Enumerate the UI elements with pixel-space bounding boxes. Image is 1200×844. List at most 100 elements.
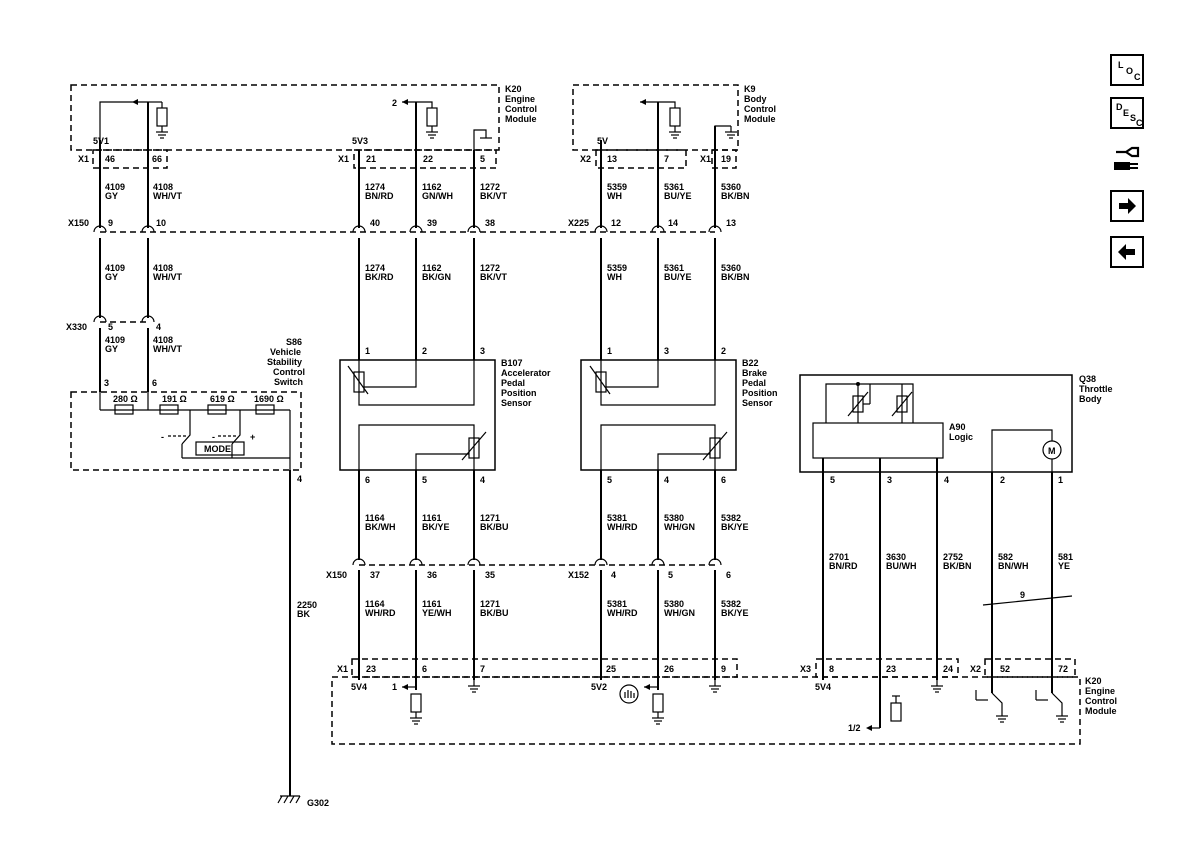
svg-text:5V4: 5V4 (351, 682, 367, 692)
svg-text:X225: X225 (568, 218, 589, 228)
svg-text:5381: 5381 (607, 599, 627, 609)
svg-text:5361: 5361 (664, 263, 684, 273)
svg-text:5360: 5360 (721, 263, 741, 273)
svg-text:1164: 1164 (365, 513, 385, 523)
svg-text:582: 582 (998, 552, 1013, 562)
svg-text:26: 26 (664, 664, 674, 674)
svg-text:YE: YE (1058, 561, 1070, 571)
previous-page-button[interactable] (1110, 236, 1144, 268)
svg-text:Module: Module (744, 114, 776, 124)
svg-text:Q38: Q38 (1079, 374, 1096, 384)
svg-text:5V1: 5V1 (93, 136, 109, 146)
svg-text:6: 6 (365, 475, 370, 485)
svg-text:6: 6 (726, 570, 731, 580)
svg-text:+: + (250, 432, 255, 442)
svg-text:Module: Module (1085, 706, 1117, 716)
svg-text:BK/VT: BK/VT (480, 272, 508, 282)
s86-label: S86 Vehicle Stability Control Switch (267, 337, 305, 387)
svg-text:Control: Control (744, 104, 776, 114)
svg-text:40: 40 (370, 218, 380, 228)
svg-text:Body: Body (744, 94, 767, 104)
svg-text:MODE: MODE (204, 444, 231, 454)
svg-text:2: 2 (721, 346, 726, 356)
svg-text:3630: 3630 (886, 552, 906, 562)
svg-text:1274: 1274 (365, 182, 385, 192)
svg-text:1: 1 (392, 682, 397, 692)
b107-label: B107 Accelerator Pedal Position Sensor (501, 358, 551, 408)
svg-text:BK/BU: BK/BU (480, 522, 509, 532)
svg-text:1162: 1162 (422, 263, 442, 273)
svg-text:5: 5 (480, 154, 485, 164)
svg-text:6: 6 (422, 664, 427, 674)
svg-text:22: 22 (423, 154, 433, 164)
svg-text:-: - (161, 432, 164, 442)
svg-text:Control: Control (273, 367, 305, 377)
svg-text:37: 37 (370, 570, 380, 580)
svg-text:1: 1 (1058, 475, 1063, 485)
location-view-button[interactable]: L O C (1110, 54, 1144, 86)
svg-text:191 Ω: 191 Ω (162, 394, 187, 404)
svg-text:12: 12 (611, 218, 621, 228)
description-view-button[interactable]: D E S C (1110, 97, 1144, 129)
svg-text:2: 2 (422, 346, 427, 356)
svg-text:4108: 4108 (153, 335, 173, 345)
svg-text:BK/WH: BK/WH (365, 522, 396, 532)
svg-text:1/2: 1/2 (848, 723, 861, 733)
svg-text:BK/YE: BK/YE (422, 522, 450, 532)
svg-text:Engine: Engine (505, 94, 535, 104)
svg-text:4109: 4109 (105, 335, 125, 345)
svg-text:X2: X2 (970, 664, 981, 674)
svg-text:WH: WH (607, 272, 622, 282)
svg-text:X152: X152 (568, 570, 589, 580)
svg-text:21: 21 (366, 154, 376, 164)
svg-text:1: 1 (365, 346, 370, 356)
svg-text:5382: 5382 (721, 513, 741, 523)
svg-text:5V2: 5V2 (591, 682, 607, 692)
svg-text:-: - (212, 432, 215, 442)
svg-text:4: 4 (611, 570, 616, 580)
svg-text:WH/RD: WH/RD (607, 522, 638, 532)
q38-label: Q38 Throttle Body (1079, 374, 1113, 404)
svg-text:Pedal: Pedal (742, 378, 766, 388)
k20-top-label: K20 Engine Control Module (505, 84, 537, 124)
svg-text:B22: B22 (742, 358, 759, 368)
svg-text:BN/WH: BN/WH (998, 561, 1029, 571)
svg-text:BK/BU: BK/BU (480, 608, 509, 618)
svg-text:WH/VT: WH/VT (153, 191, 182, 201)
svg-text:BU/YE: BU/YE (664, 191, 692, 201)
next-page-button[interactable] (1110, 190, 1144, 222)
svg-text:Sensor: Sensor (742, 398, 773, 408)
svg-text:5V4: 5V4 (815, 682, 831, 692)
connector-view-button[interactable] (1110, 142, 1144, 174)
svg-text:7: 7 (480, 664, 485, 674)
svg-text:1274: 1274 (365, 263, 385, 273)
svg-text:5381: 5381 (607, 513, 627, 523)
svg-text:WH/GN: WH/GN (664, 522, 695, 532)
svg-text:1162: 1162 (422, 182, 442, 192)
svg-text:9: 9 (1020, 590, 1025, 600)
svg-text:K9: K9 (744, 84, 756, 94)
svg-text:36: 36 (427, 570, 437, 580)
svg-text:5: 5 (668, 570, 673, 580)
svg-text:X330: X330 (66, 322, 87, 332)
svg-text:Logic: Logic (949, 432, 973, 442)
svg-text:B107: B107 (501, 358, 523, 368)
svg-text:4: 4 (664, 475, 669, 485)
svg-text:5V3: 5V3 (352, 136, 368, 146)
svg-text:Position: Position (742, 388, 778, 398)
svg-text:BK/BN: BK/BN (943, 561, 972, 571)
svg-text:Sensor: Sensor (501, 398, 532, 408)
svg-text:46: 46 (105, 154, 115, 164)
svg-text:619 Ω: 619 Ω (210, 394, 235, 404)
svg-text:X2: X2 (580, 154, 591, 164)
svg-text:6: 6 (152, 378, 157, 388)
svg-text:Body: Body (1079, 394, 1102, 404)
svg-text:24: 24 (943, 664, 953, 674)
svg-text:GN/WH: GN/WH (422, 191, 453, 201)
svg-text:BK/BN: BK/BN (721, 191, 750, 201)
svg-text:4: 4 (944, 475, 949, 485)
k9-label: K9 Body Control Module (744, 84, 776, 124)
svg-text:5361: 5361 (664, 182, 684, 192)
a90-label: A90 Logic (949, 422, 973, 442)
svg-text:X150: X150 (68, 218, 89, 228)
